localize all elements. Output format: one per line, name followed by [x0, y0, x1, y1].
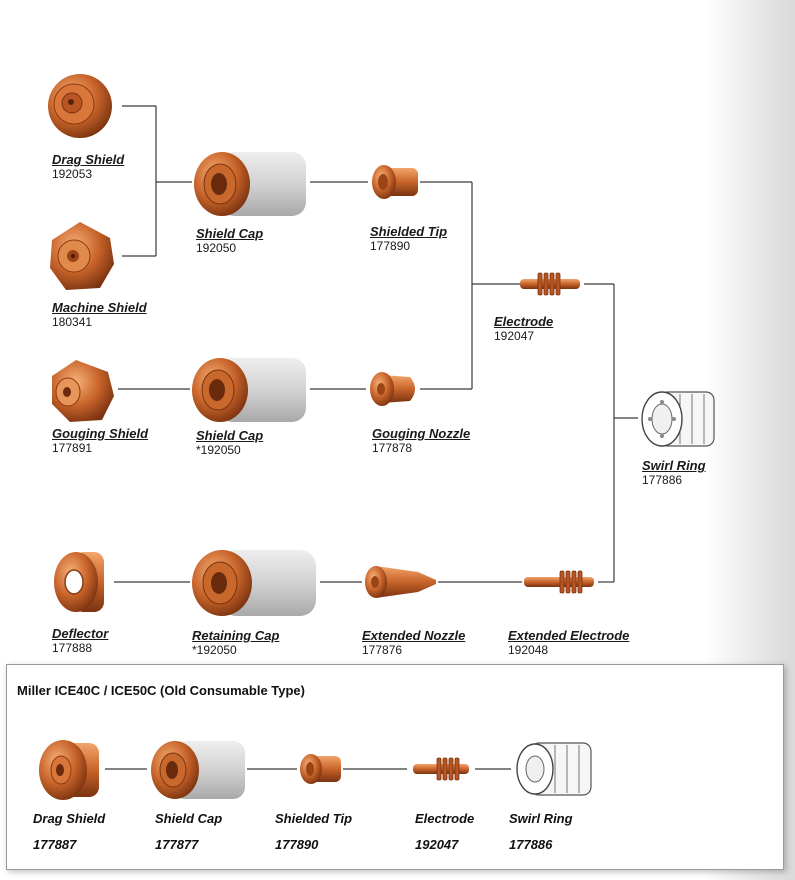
- legacy-part-name: Swirl Ring: [509, 811, 573, 826]
- machine-shield-icon: [50, 222, 114, 290]
- part-name: Extended Electrode: [508, 628, 630, 643]
- part-name: Gouging Nozzle: [372, 426, 471, 441]
- part-label-shielded-tip: Shielded Tip 177890: [370, 224, 447, 254]
- part-number: 177891: [52, 441, 93, 455]
- part-name: Shield Cap: [196, 226, 264, 241]
- part-label-swirl-ring: Swirl Ring 177886: [642, 458, 706, 488]
- part-name: Machine Shield: [52, 300, 147, 315]
- part-number: 192053: [52, 167, 93, 181]
- gouging-nozzle-icon: [370, 372, 415, 406]
- legacy-part-number: 192047: [415, 837, 459, 852]
- drag-shield-icon: [39, 740, 99, 800]
- legacy-part-name: Shielded Tip: [275, 811, 353, 826]
- part-number: 192050: [196, 241, 237, 255]
- part-label-electrode: Electrode 192047: [494, 314, 553, 344]
- swirl-ring-icon: [641, 391, 715, 447]
- legacy-part-name: Shield Cap: [155, 811, 223, 826]
- legacy-part-name: Drag Shield: [33, 811, 106, 826]
- part-number: *192050: [196, 443, 241, 457]
- part-label-deflector: Deflector 177888: [52, 626, 108, 656]
- part-number: 180341: [52, 315, 93, 329]
- part-label-shield-cap: Shield Cap 192050: [196, 226, 263, 256]
- extended-nozzle-icon: [365, 566, 436, 598]
- swirl-ring-icon: [516, 742, 592, 796]
- part-label-drag-shield: Drag Shield 192053: [52, 152, 124, 182]
- part-name: Swirl Ring: [642, 458, 706, 473]
- legacy-part-number: 177877: [155, 837, 199, 852]
- part-name: Shield Cap: [196, 428, 264, 443]
- part-name: Shielded Tip: [370, 224, 448, 239]
- part-name: Electrode: [494, 314, 554, 329]
- shield-cap-icon: [151, 741, 245, 799]
- part-label-machine-shield: Machine Shield 180341: [52, 300, 147, 330]
- electrode-icon: [413, 757, 469, 781]
- electrode-icon: [520, 272, 580, 296]
- retaining-cap-icon: [192, 550, 316, 616]
- legacy-panel-title: Miller ICE40C / ICE50C (Old Consumable T…: [17, 683, 305, 698]
- part-name: Retaining Cap: [192, 628, 280, 643]
- part-number: 177886: [642, 473, 683, 487]
- shielded-tip-icon: [372, 165, 418, 199]
- shielded-tip-icon: [300, 754, 341, 784]
- legacy-connector-lines: [105, 768, 511, 770]
- part-number: 177888: [52, 641, 93, 655]
- part-name: Drag Shield: [52, 152, 125, 167]
- part-label-retaining-cap: Retaining Cap *192050: [192, 628, 279, 658]
- part-name: Gouging Shield: [52, 426, 149, 441]
- shield-cap-icon: [194, 152, 306, 216]
- part-label-extended-nozzle: Extended Nozzle 177876: [362, 628, 465, 658]
- part-label-shield-cap-gouging: Shield Cap *192050: [196, 428, 263, 458]
- part-name: Deflector: [52, 626, 109, 641]
- part-label-extended-electrode: Extended Electrode 192048: [508, 628, 629, 658]
- part-number: 177878: [372, 441, 413, 455]
- part-number: 177890: [370, 239, 411, 253]
- shield-cap-icon: [192, 358, 306, 422]
- legacy-part-name: Electrode: [415, 811, 475, 826]
- deflector-icon: [54, 552, 104, 612]
- part-number: 177876: [362, 643, 403, 657]
- part-number: 192047: [494, 329, 535, 343]
- part-name: Extended Nozzle: [362, 628, 466, 643]
- part-label-gouging-nozzle: Gouging Nozzle 177878: [372, 426, 470, 456]
- drag-shield-icon: [48, 74, 112, 138]
- legacy-part-number: 177886: [509, 837, 553, 852]
- legacy-consumables-panel: Miller ICE40C / ICE50C (Old Consumable T…: [6, 664, 784, 870]
- part-number: *192050: [192, 643, 237, 657]
- gouging-shield-icon: [52, 360, 114, 422]
- legacy-part-number: 177890: [275, 837, 319, 852]
- extended-electrode-icon: [524, 570, 594, 594]
- part-number: 192048: [508, 643, 549, 657]
- part-label-gouging-shield: Gouging Shield 177891: [52, 426, 148, 456]
- legacy-part-number: 177887: [33, 837, 77, 852]
